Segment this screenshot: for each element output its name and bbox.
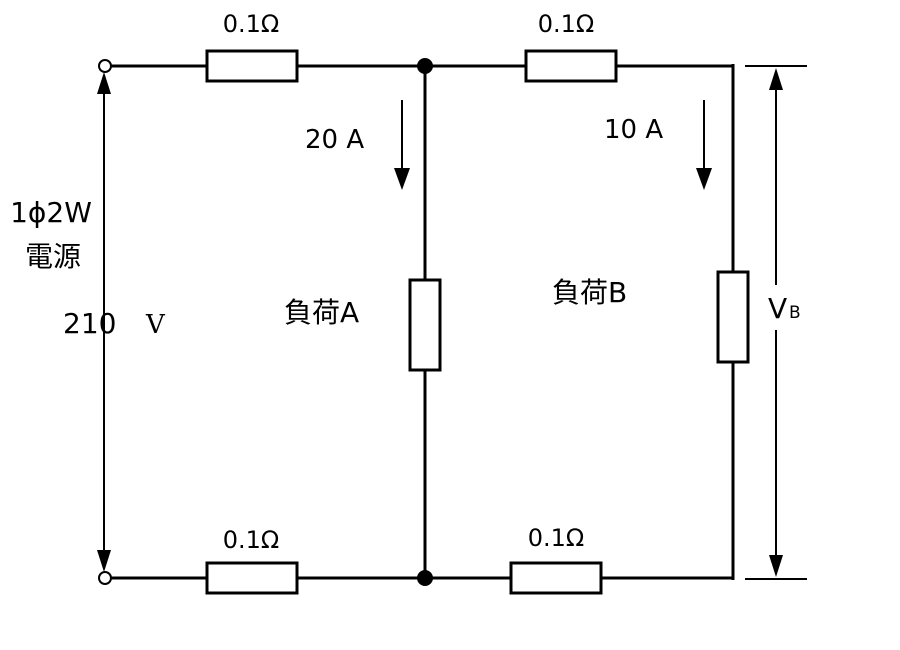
vb-arrowhead-up [769,68,783,90]
current-label-b: 10 A [604,115,663,145]
load-a-label: 負荷A [284,296,359,329]
current-arrow-b-head [696,168,712,190]
source-phase-label: 1ϕ2W [10,196,92,229]
vb-subscript: B [789,303,801,323]
source-arrowhead-down [97,550,111,572]
current-arrow-a-head [394,168,410,190]
vb-symbol: V [768,292,787,325]
resistor-bottom-left [205,561,299,595]
load-a-resistor [408,278,442,372]
source-arrowhead-up [97,72,111,94]
load-b-resistor [716,270,750,364]
load-b-label: 負荷B [552,276,627,309]
resistor-top-right-label: 0.1Ω [538,10,595,38]
junction-dot-top [417,58,433,74]
resistor-bottom-right [509,561,603,595]
source-name-label: 電源 [25,240,81,273]
resistor-top-left-label: 0.1Ω [223,10,280,38]
source-voltage-value: 210 [63,307,116,340]
source-voltage-unit: V [145,310,166,340]
resistor-top-right [524,49,618,83]
source-terminal-top [98,59,112,73]
junction-dot-bottom [417,570,433,586]
source-terminal-bottom [98,571,112,585]
current-label-a: 20 A [305,125,364,155]
resistor-bottom-left-label: 0.1Ω [223,526,280,554]
resistor-top-left [205,49,299,83]
vb-arrowhead-down [769,555,783,577]
resistor-bottom-right-label: 0.1Ω [528,524,585,552]
